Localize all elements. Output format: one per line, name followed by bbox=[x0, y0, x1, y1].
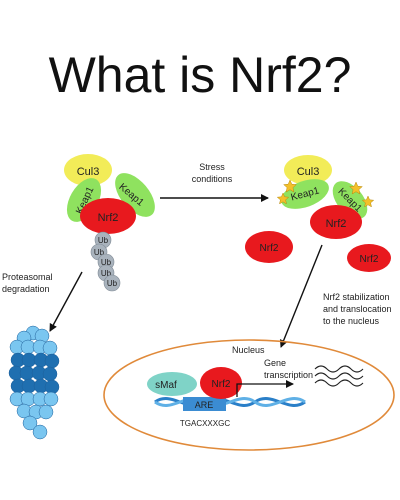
ubiquitin-1-label: Ub bbox=[98, 236, 109, 245]
star-icon bbox=[349, 181, 363, 195]
star-icon bbox=[276, 192, 290, 205]
right-nrf2 bbox=[310, 205, 362, 239]
ubiquitin-5-label: Ub bbox=[107, 279, 118, 288]
translocation-arrow-icon bbox=[279, 244, 323, 348]
stabilization-label-line2: and translocation bbox=[323, 304, 392, 314]
are-sequence: TGACXXXGC bbox=[180, 419, 230, 428]
are-box bbox=[183, 397, 226, 411]
free-nrf2-2 bbox=[347, 244, 391, 272]
dna-helix-icon bbox=[154, 397, 306, 407]
free-nrf2-2-label: Nrf2 bbox=[360, 254, 379, 265]
free-nrf2-1 bbox=[245, 231, 293, 263]
proteasome-icon bbox=[8, 325, 60, 440]
smaf bbox=[147, 372, 197, 396]
degradation-arrow-icon bbox=[49, 271, 83, 332]
stress-label-line2: conditions bbox=[192, 174, 233, 184]
left-nrf2-label: Nrf2 bbox=[98, 212, 119, 224]
ubiquitin-chain: Ub Ub Ub Ub Ub bbox=[90, 231, 121, 292]
proteasomal-label-line1: Proteasomal bbox=[2, 272, 53, 282]
left-nrf2 bbox=[80, 198, 136, 234]
mrna-wave-icon bbox=[314, 365, 364, 387]
ubiquitin-2-label: Ub bbox=[94, 248, 105, 257]
right-nrf2-label: Nrf2 bbox=[326, 218, 347, 230]
left-cul3 bbox=[64, 154, 112, 186]
ubiquitin-5 bbox=[103, 274, 121, 292]
right-cul3-label: Cul3 bbox=[297, 166, 320, 178]
right-complex: Cul3 Keap1 Keap1 Nrf2 bbox=[276, 155, 375, 239]
nucleus-nrf2 bbox=[200, 367, 242, 399]
nucleus-membrane bbox=[103, 339, 395, 451]
stabilization-label-line1: Nrf2 stabilization bbox=[323, 292, 390, 302]
left-complex: Cul3 Keap1 Keap1 Nrf2 Ub Ub Ub Ub Ub bbox=[64, 154, 155, 292]
are-label: ARE bbox=[195, 400, 214, 410]
proteasomal-label-line2: degradation bbox=[2, 284, 50, 294]
left-cul3-label: Cul3 bbox=[77, 166, 100, 178]
smaf-label: sMaf bbox=[155, 380, 177, 391]
stabilization-label-line3: to the nucleus bbox=[323, 316, 380, 326]
nucleus-nrf2-label: Nrf2 bbox=[212, 379, 231, 390]
ubiquitin-3-label: Ub bbox=[101, 258, 112, 267]
stress-label-line1: Stress bbox=[199, 162, 225, 172]
ubiquitin-4-label: Ub bbox=[101, 269, 112, 278]
gene-transcription-label-line1: Gene bbox=[264, 358, 286, 368]
transcription-arrow-icon bbox=[236, 380, 294, 397]
star-icon bbox=[361, 195, 375, 208]
gene-transcription-label-line2: transcription bbox=[264, 370, 313, 380]
right-cul3 bbox=[284, 155, 332, 185]
star-icon-group bbox=[276, 179, 375, 208]
nucleus-label: Nucleus bbox=[232, 345, 265, 355]
left-keap1-right bbox=[115, 173, 155, 217]
star-icon bbox=[283, 179, 297, 193]
free-nrf2-1-label: Nrf2 bbox=[260, 243, 279, 254]
page-title: What is Nrf2? bbox=[48, 47, 352, 103]
